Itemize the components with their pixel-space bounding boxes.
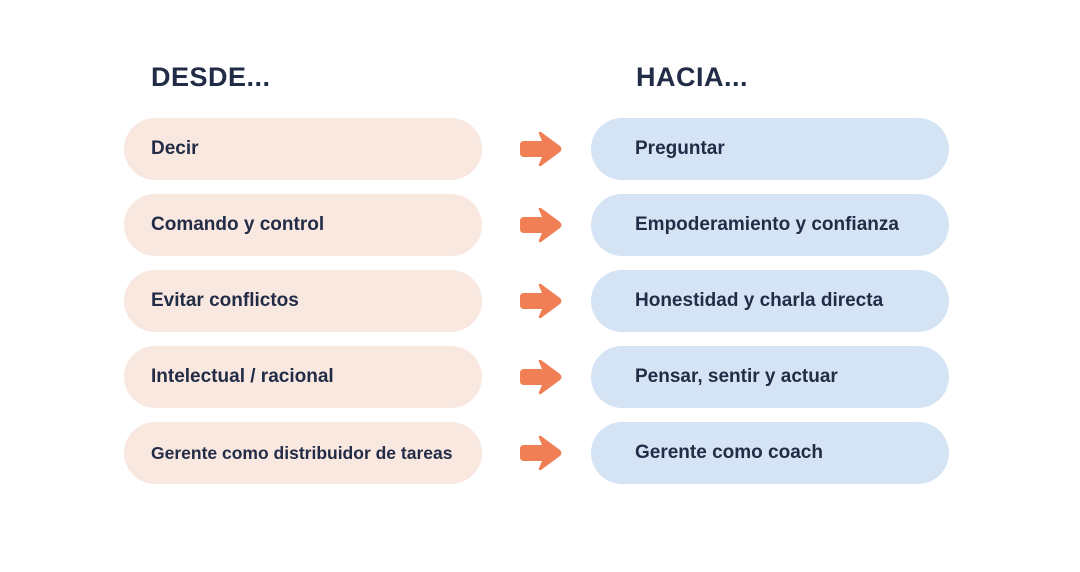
to-pill: Honestidad y charla directa	[591, 270, 949, 332]
to-pill: Pensar, sentir y actuar	[591, 346, 949, 408]
from-pill: Evitar conflictos	[124, 270, 482, 332]
from-pill: Intelectual / racional	[124, 346, 482, 408]
transition-row: Comando y control Empoderamiento y confi…	[0, 194, 1080, 256]
from-heading: DESDE...	[151, 62, 271, 92]
transition-row: Evitar conflictos Honestidad y charla di…	[0, 270, 1080, 332]
from-pill: Comando y control	[124, 194, 482, 256]
to-pill: Gerente como coach	[591, 422, 949, 484]
transition-row: Gerente como distribuidor de tareas Gere…	[0, 422, 1080, 484]
arrow-right-icon	[520, 131, 562, 167]
to-heading: HACIA...	[636, 62, 748, 92]
to-pill: Preguntar	[591, 118, 949, 180]
transition-row: Intelectual / racional Pensar, sentir y …	[0, 346, 1080, 408]
transition-list: Decir Preguntar Comando y control Empode…	[0, 118, 1080, 498]
to-pill: Empoderamiento y confianza	[591, 194, 949, 256]
from-pill: Gerente como distribuidor de tareas	[124, 422, 482, 484]
arrow-right-icon	[520, 359, 562, 395]
arrow-right-icon	[520, 435, 562, 471]
arrow-right-icon	[520, 283, 562, 319]
arrow-right-icon	[520, 207, 562, 243]
from-pill: Decir	[124, 118, 482, 180]
transition-row: Decir Preguntar	[0, 118, 1080, 180]
